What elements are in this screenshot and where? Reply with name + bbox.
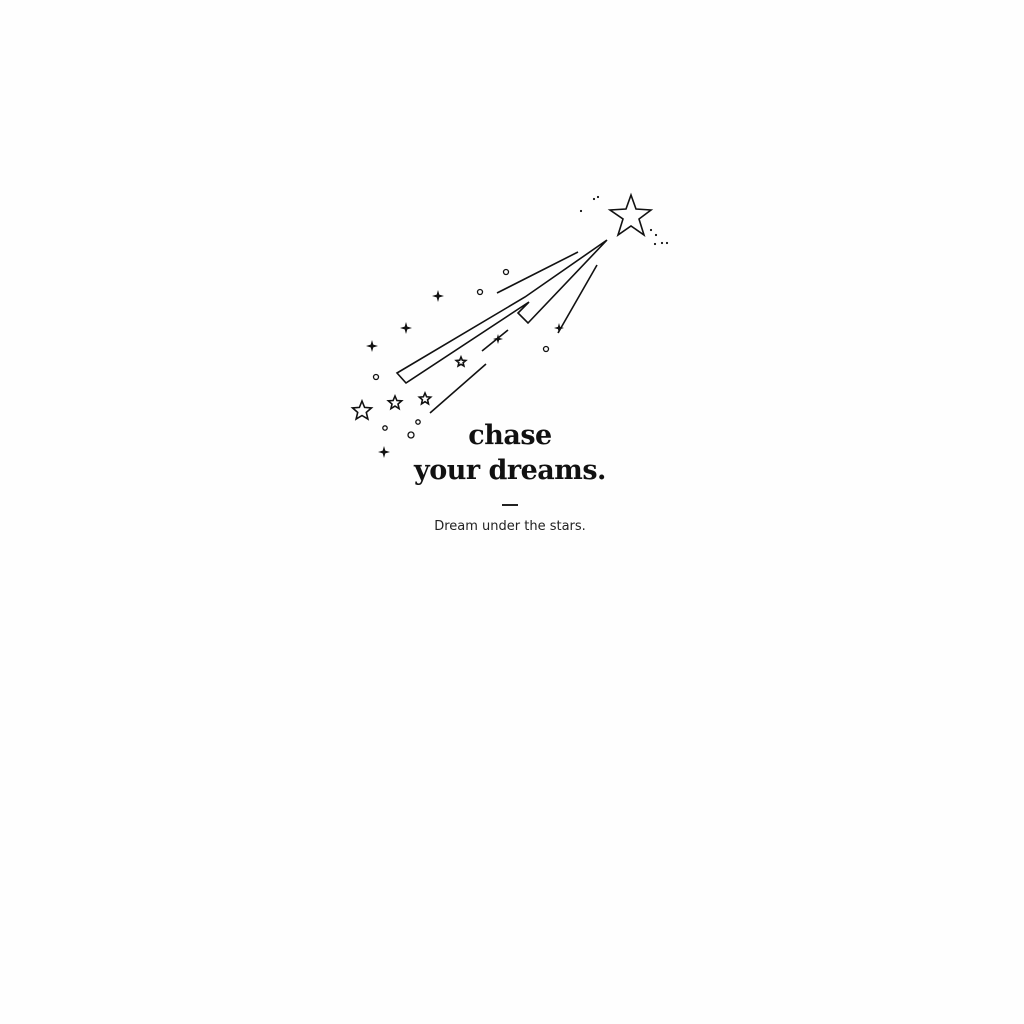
sparkle-icon — [554, 323, 564, 333]
small-star-icon — [386, 393, 404, 411]
circle-dot — [407, 431, 415, 439]
big-star-icon — [607, 192, 654, 237]
small-star-icons — [350, 354, 468, 421]
circle-dot — [415, 419, 421, 425]
headline-line-1: chase — [468, 420, 552, 451]
speed-lines — [429, 251, 598, 414]
circle-dot — [502, 268, 510, 276]
shooting-star-tail — [395, 239, 608, 385]
circle-dots — [372, 268, 550, 439]
tiny-dot — [660, 241, 664, 245]
divider — [502, 504, 518, 506]
small-star-icon — [417, 390, 433, 406]
sparkle-icons — [366, 290, 564, 458]
tiny-dot — [592, 197, 596, 201]
circle-dot — [382, 425, 388, 431]
sparkle-icon — [378, 446, 390, 458]
circle-dot — [476, 288, 484, 296]
tiny-dots — [579, 195, 669, 246]
tiny-dot — [654, 233, 658, 237]
tiny-dot — [665, 241, 669, 245]
sparkle-icon — [400, 322, 412, 334]
tiny-dot — [649, 228, 653, 232]
sparkle-icon — [432, 290, 444, 302]
sparkle-icon — [366, 340, 378, 352]
tiny-dot — [653, 242, 657, 246]
headline-line-2: your dreams. — [414, 455, 606, 486]
tiny-dot — [596, 195, 600, 199]
small-star-icon — [350, 398, 374, 421]
sparkle-icon — [493, 334, 503, 344]
circle-dot — [542, 345, 550, 353]
tiny-dot — [579, 209, 583, 213]
small-star-icon — [454, 354, 468, 368]
circle-dot — [372, 373, 380, 381]
tagline: Dream under the stars. — [434, 519, 586, 534]
